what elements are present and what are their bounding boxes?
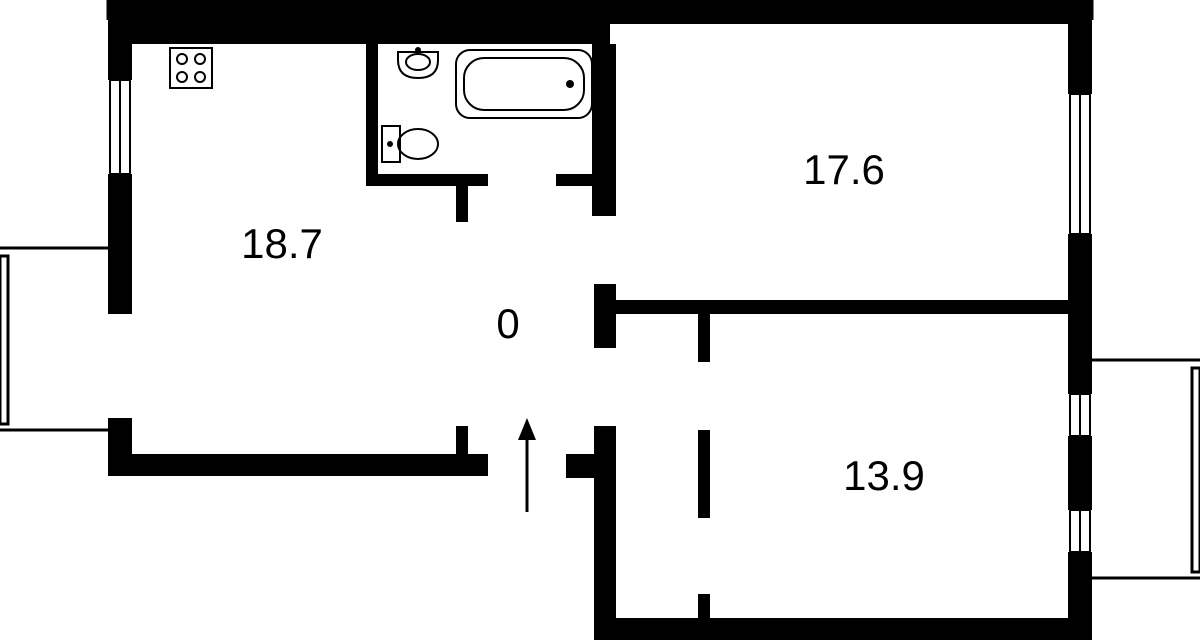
- outer-outline: [0, 0, 1200, 580]
- bathtub-icon: [455, 49, 593, 119]
- window-lower-room-2: [1069, 509, 1091, 553]
- stove-icon: [169, 47, 213, 89]
- window-kitchen: [109, 79, 131, 175]
- room-area-hall: 0: [496, 300, 519, 347]
- room-area-lower-right: 13.9: [843, 452, 925, 499]
- entrance-arrow-icon: [518, 418, 536, 512]
- windows: [109, 79, 1091, 553]
- window-lower-room-1: [1069, 393, 1091, 437]
- room-area-upper-right: 17.6: [803, 146, 885, 193]
- room-area-kitchen: 18.7: [241, 220, 323, 267]
- walls: [108, 0, 1092, 640]
- window-upper-room: [1069, 93, 1091, 235]
- toilet-icon: [381, 125, 439, 163]
- sink-icon: [397, 47, 439, 80]
